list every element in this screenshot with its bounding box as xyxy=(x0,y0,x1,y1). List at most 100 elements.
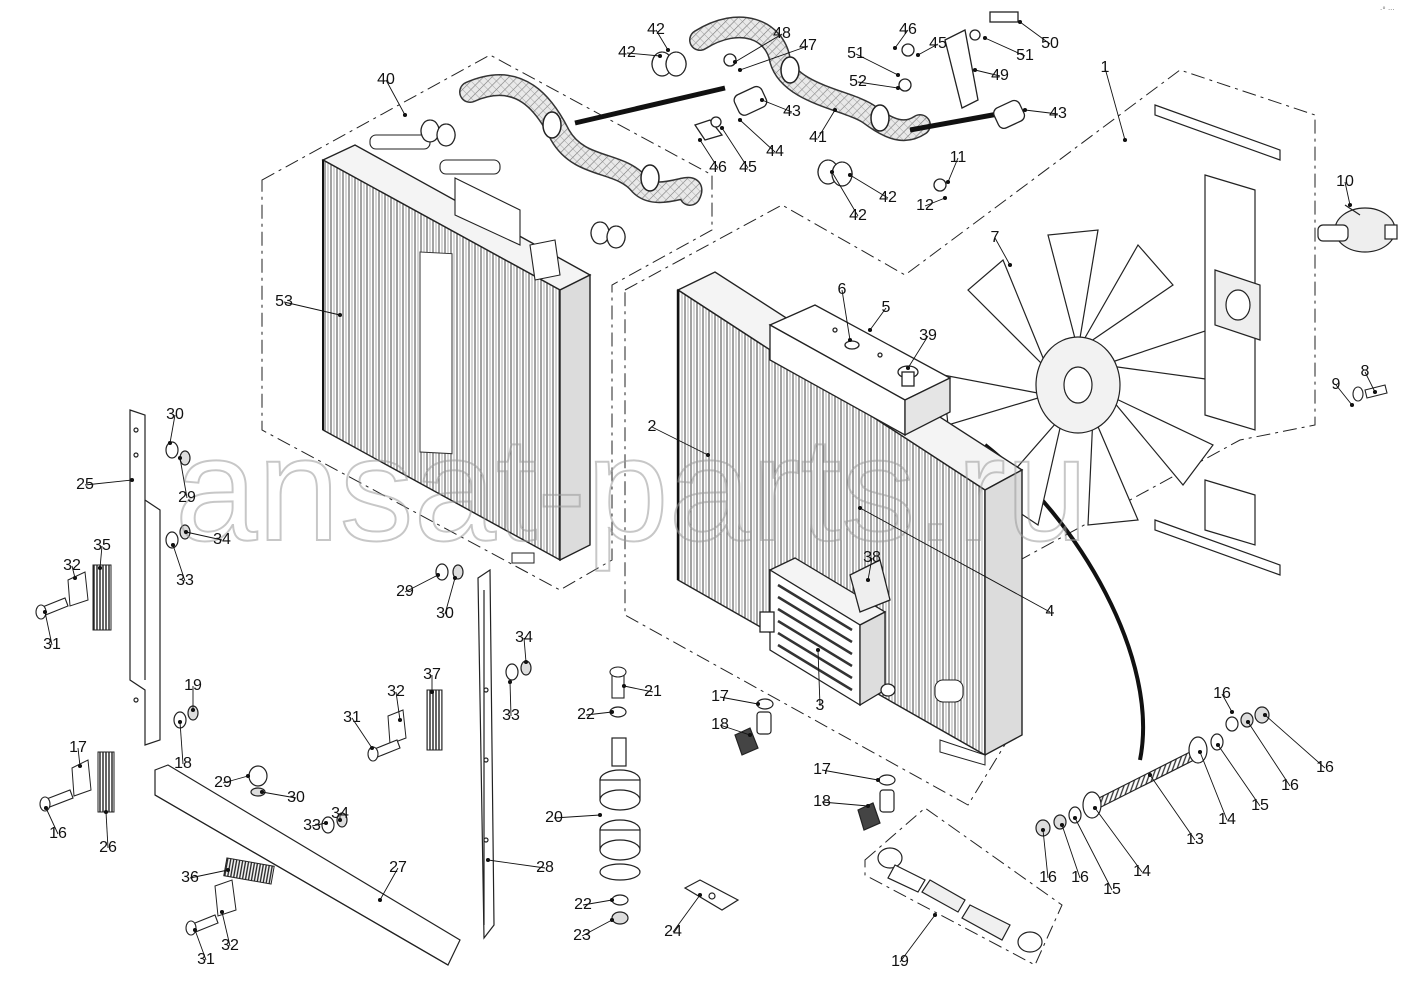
callout-c31b: 31 xyxy=(343,709,361,726)
leader-line-c21 xyxy=(623,685,654,693)
leader-line-c44 xyxy=(739,119,776,153)
callout-c17c: 17 xyxy=(69,739,87,756)
callout-c16d: 16 xyxy=(1039,869,1057,886)
leader-dot-c14a xyxy=(1197,749,1203,755)
leader-line-c22a xyxy=(585,711,613,716)
leader-line-c17a xyxy=(719,696,759,705)
leader-line-c42b xyxy=(626,52,661,57)
leader-line-c16c xyxy=(1264,714,1326,769)
leader-dot-c27 xyxy=(377,897,383,903)
leader-dot-c34a xyxy=(183,529,189,535)
seal-strips xyxy=(67,564,443,917)
callout-c46a: 46 xyxy=(709,159,727,176)
callout-c3: 3 xyxy=(816,697,825,714)
leader-dot-c23 xyxy=(609,917,615,923)
leader-dot-c43b xyxy=(1022,107,1028,113)
leader-line-c45a xyxy=(721,127,749,169)
leader-dot-c18c xyxy=(177,719,183,725)
leader-dot-c42a xyxy=(665,47,671,53)
leader-dot-c20 xyxy=(597,812,603,818)
oil-cooler-3 xyxy=(759,557,896,707)
leader-line-c16f xyxy=(45,807,59,835)
leader-line-c28 xyxy=(487,859,546,869)
callout-c26: 26 xyxy=(99,839,117,856)
leader-line-c32c xyxy=(221,911,231,947)
leader-line-c3 xyxy=(817,649,821,707)
upright-28 xyxy=(435,563,532,940)
leader-dot-c35 xyxy=(97,565,103,571)
leader-dot-c18b xyxy=(865,803,871,809)
callout-c32b: 32 xyxy=(387,683,405,700)
leader-dot-c51a xyxy=(895,72,901,78)
leader-dot-c13 xyxy=(1147,772,1153,778)
leader-line-c11 xyxy=(947,157,959,183)
callout-c11: 11 xyxy=(950,149,967,166)
callout-c44: 44 xyxy=(766,143,784,160)
leader-line-c35 xyxy=(99,545,103,569)
callout-c37: 37 xyxy=(423,666,441,683)
leader-line-c32b xyxy=(395,691,401,721)
leader-dot-c37 xyxy=(429,689,435,695)
callout-c30a: 30 xyxy=(436,605,454,622)
leader-line-c5 xyxy=(869,307,887,331)
leader-line-c42a xyxy=(655,29,669,51)
leader-line-c39 xyxy=(907,335,929,369)
leader-dot-c39 xyxy=(905,365,911,371)
leader-line-c31c xyxy=(194,929,207,961)
leader-line-c16d xyxy=(1042,829,1049,879)
leader-line-c7 xyxy=(994,237,1011,266)
callout-c30b: 30 xyxy=(166,406,184,423)
leader-line-c16a xyxy=(1221,693,1233,713)
callout-c33b: 33 xyxy=(502,707,520,724)
callout-c19b: 19 xyxy=(891,953,909,970)
leader-dot-c6 xyxy=(847,337,853,343)
leader-dot-c12 xyxy=(942,195,948,201)
leader-line-c20 xyxy=(553,814,601,819)
boundary-assembly-40 xyxy=(261,54,713,591)
callout-c39: 39 xyxy=(919,327,937,344)
callout-c18c: 18 xyxy=(174,755,192,772)
leader-dot-c29a xyxy=(435,572,441,578)
leader-dot-c2 xyxy=(705,452,711,458)
leader-dot-c14b xyxy=(1092,805,1098,811)
leader-dot-c19b xyxy=(932,912,938,918)
leader-dot-c44 xyxy=(737,117,743,123)
callout-c29b: 29 xyxy=(178,489,196,506)
leader-dot-c42d xyxy=(829,169,835,175)
leader-line-c22b xyxy=(582,899,613,906)
fan-motor-10 xyxy=(1317,204,1398,253)
leader-dot-c29b xyxy=(177,455,183,461)
callout-c36: 36 xyxy=(181,869,199,886)
leader-line-c18c xyxy=(179,721,184,765)
callout-c16a: 16 xyxy=(1213,685,1231,702)
leader-dot-c17b xyxy=(875,777,881,783)
leader-dot-c8 xyxy=(1372,389,1378,395)
leader-dot-c46a xyxy=(697,137,703,143)
leader-line-c27 xyxy=(379,867,399,901)
callout-c53: 53 xyxy=(275,293,293,310)
leader-dot-c17a xyxy=(755,701,761,707)
leader-dot-c1 xyxy=(1122,137,1128,143)
tension-rod-13 xyxy=(1035,706,1270,837)
leader-dot-c36 xyxy=(225,867,231,873)
callout-c10: 10 xyxy=(1336,173,1354,190)
bottom-bar-27 xyxy=(154,764,461,966)
leader-dot-c7 xyxy=(1007,262,1013,268)
leader-line-c10 xyxy=(1344,181,1351,206)
leader-line-c40 xyxy=(385,79,406,116)
leader-line-c23 xyxy=(581,919,613,937)
leader-line-c29b xyxy=(179,457,188,499)
leader-line-c42c xyxy=(849,174,889,199)
callout-c5: 5 xyxy=(882,299,891,316)
callout-c51b: 51 xyxy=(1016,47,1034,64)
assembly-boundaries xyxy=(261,54,1316,966)
leader-dot-c32a xyxy=(72,575,78,581)
leader-dot-c17c xyxy=(77,763,83,769)
callout-c16e: 16 xyxy=(1071,869,1089,886)
leader-line-c36 xyxy=(189,869,229,879)
callout-c35: 35 xyxy=(93,537,111,554)
corner-code: ·° ··· xyxy=(1380,6,1395,14)
callout-c45b: 45 xyxy=(929,35,947,52)
leader-dot-c42c xyxy=(847,172,853,178)
leader-dot-c21 xyxy=(621,683,627,689)
